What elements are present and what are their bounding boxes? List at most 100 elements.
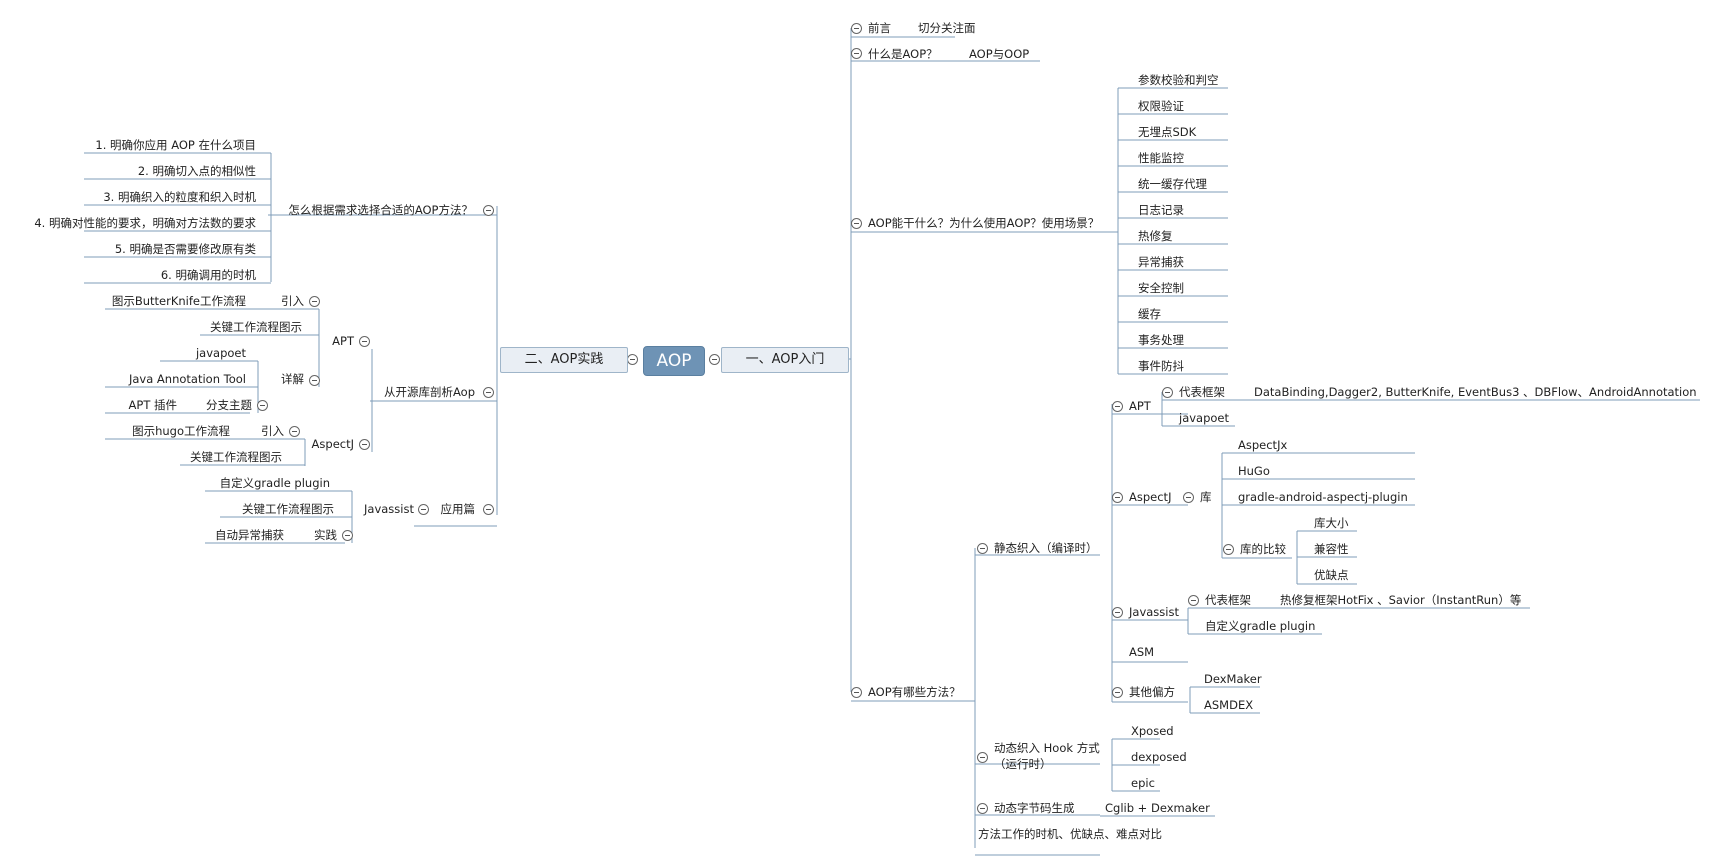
lib-compare-node[interactable]: 库的比较	[1240, 542, 1286, 556]
choose-item[interactable]: 1. 明确你应用 AOP 在什么项目	[95, 138, 256, 152]
collapse-icon[interactable]	[851, 218, 862, 229]
apt-rep-node[interactable]: 代表框架	[1179, 385, 1225, 399]
scenario-item[interactable]: 安全控制	[1138, 281, 1184, 295]
scenario-item[interactable]: 日志记录	[1138, 203, 1184, 217]
scenario-item[interactable]: 性能监控	[1138, 151, 1184, 165]
apt-rep-note[interactable]: DataBinding,Dagger2, ButterKnife, EventB…	[1254, 385, 1697, 399]
javassist-left-item[interactable]: 自定义gradle plugin	[219, 476, 330, 490]
choose-item[interactable]: 4. 明确对性能的要求，明确对方法数的要求	[34, 216, 256, 230]
preface-node[interactable]: 前言	[868, 21, 891, 35]
collapse-icon[interactable]	[1112, 687, 1123, 698]
scenario-item[interactable]: 参数校验和判空	[1138, 73, 1219, 87]
practice-node[interactable]: 实践	[314, 528, 337, 542]
collapse-icon[interactable]	[1112, 401, 1123, 412]
other-node[interactable]: 其他偏方	[1129, 685, 1175, 699]
collapse-icon[interactable]	[483, 504, 494, 515]
apt-branch-note[interactable]: APT 插件	[128, 398, 177, 412]
collapse-icon[interactable]	[309, 296, 320, 307]
apt-branch-node[interactable]: 分支主题	[206, 398, 252, 412]
collapse-icon[interactable]	[1162, 387, 1173, 398]
preface-note[interactable]: 切分关注面	[918, 21, 976, 35]
dyn-bytecode-node[interactable]: 动态字节码生成	[994, 801, 1075, 815]
collapse-icon[interactable]	[418, 504, 429, 515]
apt-detail-item[interactable]: javapoet	[195, 346, 246, 360]
scenario-item[interactable]: 事务处理	[1138, 333, 1184, 347]
aspectj-intro-note[interactable]: 图示hugo工作流程	[132, 424, 230, 438]
scenario-item[interactable]: 事件防抖	[1138, 359, 1184, 373]
aspectj-intro-node[interactable]: 引入	[261, 424, 284, 438]
practice-note[interactable]: 自动异常捕获	[215, 528, 284, 542]
collapse-icon[interactable]	[1188, 595, 1199, 606]
collapse-icon[interactable]	[359, 439, 370, 450]
collapse-icon[interactable]	[627, 354, 638, 365]
collapse-icon[interactable]	[977, 803, 988, 814]
aspectj-lib-item[interactable]: HuGo	[1238, 464, 1270, 478]
dynamic-hook-node[interactable]: 动态织入 Hook 方式 （运行时）	[994, 740, 1100, 772]
choose-node[interactable]: 怎么根据需求选择合适的AOP方法？	[288, 203, 473, 217]
why-node[interactable]: AOP能干什么？为什么使用AOP？使用场景？	[868, 216, 1100, 230]
choose-item[interactable]: 5. 明确是否需要修改原有类	[114, 242, 256, 256]
collapse-icon[interactable]	[257, 400, 268, 411]
javassist-rep-node[interactable]: 代表框架	[1205, 593, 1251, 607]
collapse-icon[interactable]	[483, 205, 494, 216]
hook-item[interactable]: dexposed	[1131, 750, 1187, 764]
apt-left-node[interactable]: APT	[332, 334, 354, 348]
scenario-item[interactable]: 权限验证	[1138, 99, 1184, 113]
aspectj-lib-item[interactable]: AspectJx	[1238, 438, 1288, 452]
scenario-item[interactable]: 异常捕获	[1138, 255, 1184, 269]
apt-flow-node[interactable]: 关键工作流程图示	[210, 320, 302, 334]
choose-item[interactable]: 6. 明确调用的时机	[160, 268, 256, 282]
scenario-item[interactable]: 统一缓存代理	[1138, 177, 1207, 191]
collapse-icon[interactable]	[977, 543, 988, 554]
what-node[interactable]: 什么是AOP？	[868, 47, 938, 61]
apt-node[interactable]: APT	[1129, 399, 1151, 413]
collapse-icon[interactable]	[289, 426, 300, 437]
methods-node[interactable]: AOP有哪些方法？	[868, 685, 961, 699]
choose-item[interactable]: 2. 明确切入点的相似性	[137, 164, 256, 178]
lib-compare-item[interactable]: 库大小	[1314, 516, 1349, 530]
aspectj-left-node[interactable]: AspectJ	[311, 437, 354, 451]
scenario-item[interactable]: 无埋点SDK	[1138, 125, 1197, 139]
collapse-icon[interactable]	[309, 375, 320, 386]
javassist-rep-note[interactable]: 热修复框架HotFix 、Savior（InstantRun）等	[1280, 593, 1522, 607]
scenario-item[interactable]: 缓存	[1138, 307, 1161, 321]
collapse-icon[interactable]	[1112, 607, 1123, 618]
collapse-icon[interactable]	[1183, 492, 1194, 503]
apt-intro-note[interactable]: 图示ButterKnife工作流程	[111, 294, 246, 308]
lib-compare-item[interactable]: 兼容性	[1314, 542, 1349, 556]
other-item[interactable]: ASMDEX	[1204, 698, 1254, 712]
static-weave-node[interactable]: 静态织入（编译时）	[994, 541, 1098, 555]
aspectj-lib-node[interactable]: 库	[1200, 490, 1212, 504]
collapse-icon[interactable]	[1223, 544, 1234, 555]
main-topic-practice[interactable]: 二、AOP实践	[500, 347, 628, 373]
main-topic-intro[interactable]: 一、AOP入门	[721, 347, 849, 373]
aspectj-lib-item[interactable]: gradle-android-aspectj-plugin	[1238, 490, 1408, 504]
apt-intro-node[interactable]: 引入	[281, 294, 304, 308]
what-note[interactable]: AOP与OOP	[969, 47, 1030, 61]
aspectj-flow-node[interactable]: 关键工作流程图示	[190, 450, 282, 464]
hook-item[interactable]: Xposed	[1131, 724, 1174, 738]
apt-detail-node[interactable]: 详解	[281, 372, 304, 386]
collapse-icon[interactable]	[851, 48, 862, 59]
javassist-node[interactable]: Javassist	[1129, 605, 1179, 619]
collapse-icon[interactable]	[1112, 492, 1123, 503]
aspectj-node[interactable]: AspectJ	[1129, 490, 1172, 504]
asm-node[interactable]: ASM	[1129, 645, 1155, 659]
lib-compare-item[interactable]: 优缺点	[1314, 568, 1349, 582]
application-node[interactable]: 应用篇	[440, 502, 476, 516]
other-item[interactable]: DexMaker	[1204, 672, 1262, 686]
javassist-gradle[interactable]: 自定义gradle plugin	[1205, 619, 1316, 633]
scenario-item[interactable]: 热修复	[1138, 229, 1173, 243]
collapse-icon[interactable]	[709, 354, 720, 365]
choose-item[interactable]: 3. 明确织入的粒度和织入时机	[103, 190, 256, 204]
collapse-icon[interactable]	[851, 23, 862, 34]
collapse-icon[interactable]	[342, 530, 353, 541]
root-node[interactable]: AOP	[643, 346, 705, 376]
apt-detail-item[interactable]: Java Annotation Tool	[128, 372, 246, 386]
opensource-node[interactable]: 从开源库剖析Aop	[384, 385, 475, 399]
collapse-icon[interactable]	[359, 336, 370, 347]
collapse-icon[interactable]	[483, 387, 494, 398]
apt-javapoet[interactable]: javapoet	[1179, 411, 1230, 425]
collapse-icon[interactable]	[851, 687, 862, 698]
dyn-bytecode-note[interactable]: Cglib + Dexmaker	[1105, 801, 1210, 815]
